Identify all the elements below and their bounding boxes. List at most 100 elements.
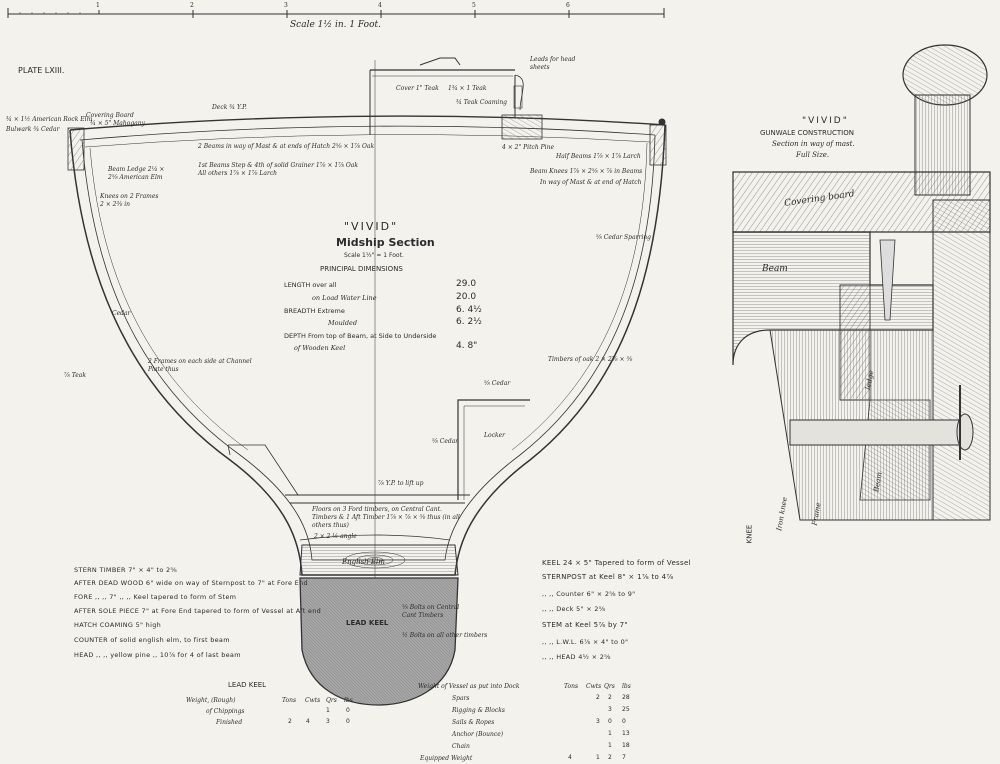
lead-keel-table-heading: LEAD KEEL — [228, 681, 267, 689]
label-rock-elm: ¾ × 1½ American Rock Elm — [6, 116, 93, 123]
wt-row4-v3: 18 — [622, 742, 630, 749]
wt-row1-v3: 25 — [622, 706, 630, 713]
dim-val-3: 6. 2½ — [456, 317, 482, 327]
lk-row2-v2: 3 — [326, 718, 330, 725]
label-floors: Floors on 3 Ford timbers, on Central Can… — [312, 506, 460, 529]
label-beam-knees: Beam Knees 1⅞ × 2⅝ × ⅞ in Beams — [530, 168, 643, 175]
label-half-beams: Half Beams 1⅞ × 1⅞ Larch — [556, 153, 641, 160]
lk-row1-v2: 1 — [326, 707, 330, 714]
right-spec-0: KEEL 24 × 5" Tapered to form of Vessel — [542, 559, 691, 567]
label-cedar-locker: ⅝ Cedar — [432, 438, 459, 445]
label-cedar-sparring: ⅝ Cedar Sparring — [596, 234, 651, 241]
right-spec-6: ,, ,, HEAD 4½ × 2⅝ — [542, 653, 611, 661]
wt-row5-v1: 1 — [596, 754, 600, 761]
scale-label: Scale 1½ in. 1 Foot. — [290, 20, 381, 30]
dim-row-1: on Load Water Line — [312, 294, 377, 302]
left-spec-2: FORE ,, ,, 7" ,, ,, Keel tapered to form… — [74, 593, 237, 601]
weight-table-heading: Weight of Vessel as put into Dock — [418, 683, 520, 690]
left-spec-1: AFTER DEAD WOOD 6" wide on way of Sternp… — [74, 579, 308, 587]
midship-title-quote: "VIVID" — [344, 220, 399, 233]
gunwale-sub1: Section in way of mast. — [772, 140, 855, 148]
label-angle: 2 × 2 ½ angle — [314, 533, 357, 540]
label-teak-1: 1¾ × 1 Teak — [448, 85, 487, 92]
label-beams-1: 2 Beams in way of Mast & at ends of Hatc… — [198, 143, 375, 150]
right-spec-3: ,, ,, Deck 5" × 2⅝ — [542, 605, 606, 613]
label-locker: Locker — [484, 432, 506, 439]
midship-section — [67, 57, 667, 706]
label-cedar-small: ⅝ Cedar — [484, 380, 511, 387]
wt-row2-v2: 0 — [608, 718, 612, 725]
midship-scale: Scale 1½" = 1 Foot. — [344, 252, 404, 259]
wt-row3-label: Anchor (Bounce) — [452, 731, 504, 738]
wt-row2-label: Sails & Ropes — [452, 719, 495, 726]
gunwale-knee: KNEE — [745, 524, 754, 544]
gunwale-title: GUNWALE CONSTRUCTION — [760, 129, 854, 137]
label-leads: Leads for head sheets — [530, 56, 576, 71]
left-spec-4: HATCH COAMING 5" high — [74, 621, 162, 629]
wt-row0-v3: 28 — [622, 694, 630, 701]
dim-row-2: BREADTH Extreme — [284, 307, 345, 315]
left-spec-0: STERN TIMBER 7" × 4" to 2⅝ — [74, 566, 178, 574]
wt-row1-label: Rigging & Blocks — [452, 707, 505, 714]
wt-h3: lbs — [622, 683, 631, 690]
wt-row4-v2: 1 — [608, 742, 612, 749]
wt-row3-v3: 13 — [622, 730, 630, 737]
gunwale-construction — [732, 44, 991, 521]
wt-row5-label: Equipped Weight — [420, 755, 473, 762]
label-yp-lift: ⅞ Y.P. to lift up — [378, 480, 424, 487]
label-teak-side: ⅞ Teak — [64, 372, 87, 379]
wt-row0-v1: 2 — [596, 694, 600, 701]
gunwale-title-quote: "VIVID" — [802, 116, 849, 126]
lk-row2-v3: 0 — [346, 718, 350, 725]
gunwale-beam: Beam — [762, 264, 788, 274]
dim-row-5: of Wooden Keel — [294, 344, 346, 352]
label-cover-teak: Cover 1" Teak — [396, 85, 439, 92]
label-beams-2: 1st Beams Step & 4th of solid Grainer 1⅞… — [198, 162, 359, 169]
right-spec-2: ,, ,, Counter 6" × 2⅝ to 9" — [542, 590, 636, 598]
wt-row2-v3: 0 — [622, 718, 626, 725]
left-spec-3: AFTER SOLE PIECE 7" at Fore End tapered … — [74, 607, 322, 615]
wt-row0-label: Spars — [452, 695, 470, 702]
label-english-elm: English Elm — [342, 558, 385, 566]
lk-row1-v3: 0 — [346, 707, 350, 714]
scale-tick-4: 4 — [378, 2, 382, 9]
dim-val-5: 4. 8" — [456, 341, 478, 351]
label-teak-coaming: ¾ Teak Coaming — [456, 99, 508, 106]
plate-number: PLATE LXIII. — [18, 66, 65, 75]
wt-row5-v3: 7 — [622, 754, 626, 761]
label-deck: Deck ¾ Y.P. — [212, 104, 247, 111]
scale-tick-6: 6 — [566, 2, 570, 9]
dim-val-1: 20.0 — [456, 292, 477, 302]
label-pitch-pine: 4 × 2" Pitch Pine — [502, 144, 555, 151]
lk-row1-label: of Chippings — [206, 708, 245, 715]
label-bolts-central: ⅝ Bolts on Central Cant Timbers — [402, 604, 460, 619]
label-beams-3: All others 1⅞ × 1⅞ Larch — [198, 170, 278, 177]
label-bulwark: Bulwark ¾ Cedar — [6, 126, 60, 133]
wt-row4-label: Chain — [452, 743, 470, 750]
wt-h0: Tons — [564, 683, 579, 690]
scale-tick-5: 5 — [472, 2, 476, 9]
label-frames-channel: 2 Frames on each side at Channel Plate t… — [148, 358, 252, 373]
wt-h1: Cwts — [586, 683, 602, 690]
dims-heading: PRINCIPAL DIMENSIONS — [320, 265, 403, 273]
right-spec-4: STEM at Keel 5⅞ by 7" — [542, 621, 628, 629]
scale-bar — [7, 8, 665, 18]
wt-row5-v0: 4 — [568, 754, 572, 761]
dim-row-3: Moulded — [328, 319, 358, 327]
right-spec-1: STERNPOST at Keel 8" × 1⅞ to 4⅞ — [542, 573, 674, 581]
label-cedar: Cedar — [112, 310, 131, 317]
scale-tick-1: 1 — [96, 2, 100, 9]
lk-row2-v1: 4 — [306, 718, 310, 725]
right-spec-5: ,, ,, L.W.L. 6⅞ × 4" to 0" — [542, 638, 629, 646]
wt-row1-v2: 3 — [608, 706, 612, 713]
scale-tick-2: 2 — [190, 2, 194, 9]
wt-row3-v2: 1 — [608, 730, 612, 737]
lk-h1: Cwts — [305, 697, 321, 704]
label-timbers-oak: Timbers of oak 2 × 2⅞ × ⅝ — [548, 356, 633, 363]
wt-row2-v1: 3 — [596, 718, 600, 725]
label-beam-ledge: Beam Ledge 2¼ × 2⅝ American Elm — [108, 166, 165, 181]
lk-row2-v0: 2 — [288, 718, 292, 725]
label-lead-keel: LEAD KEEL — [346, 619, 389, 627]
lk-row0-label: Weight, (Rough) — [186, 697, 236, 704]
lk-h3: lbs — [344, 697, 353, 704]
